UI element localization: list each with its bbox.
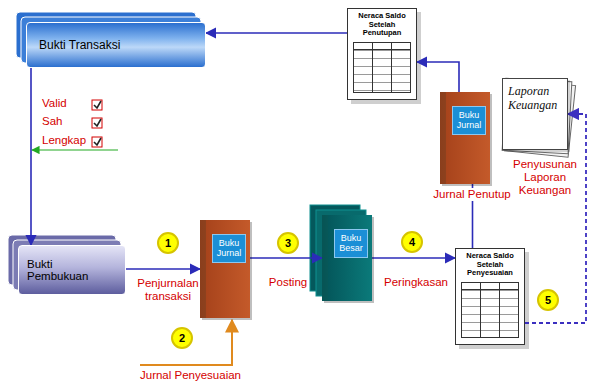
ledger-table — [461, 282, 519, 338]
journal-book: Buku Jurnal — [440, 92, 490, 184]
ledger-table — [353, 42, 411, 93]
flow-arrow — [206, 32, 347, 34]
report-document: Laporan Keuangan — [502, 78, 568, 150]
check-arrow — [32, 149, 118, 150]
balance-sheet: Neraca Saldo Setelah Penutupan — [347, 8, 417, 100]
adjust-arrow — [140, 320, 232, 365]
node-text: Buku Jurnal — [454, 110, 484, 131]
page-layer — [502, 78, 572, 153]
node-text: Laporan Keuangan — [508, 85, 562, 113]
callout-number: 3 — [277, 232, 299, 254]
text-label: Lengkap — [42, 134, 86, 147]
callout-number: 4 — [401, 231, 423, 253]
flow-arrow — [250, 257, 322, 259]
callout-number: 1 — [157, 232, 179, 254]
balance-sheet: Neraca Saldo Setelah Penyesuaian — [455, 248, 525, 345]
book-label: Buku Besar — [334, 229, 368, 258]
text-label: Sah — [42, 115, 62, 128]
ledger-book: Buku Besar — [322, 215, 372, 301]
book-label: Buku Jurnal — [452, 106, 486, 135]
node-text: 2 — [179, 332, 185, 344]
flow-arrow — [417, 62, 459, 92]
journal-book: Buku Jurnal — [200, 220, 250, 318]
text-label: Jurnal Penyesuaian — [140, 369, 241, 382]
edge-label: Penjurnalan transaksi — [130, 277, 206, 303]
document-stack: Bukti Transaksi — [26, 22, 206, 68]
node-text: 5 — [545, 294, 551, 306]
flow-arrow — [126, 268, 200, 270]
edge-label: Jurnal Penutup — [424, 188, 520, 201]
edge-label: Peringkasan — [380, 276, 452, 289]
page-layer — [502, 79, 575, 158]
flow-arrow — [372, 257, 455, 259]
edge-label: Penyusunan Laporan Keuangan — [509, 158, 581, 198]
node-text: Buku Besar — [336, 233, 366, 254]
edge-label: Posting — [262, 276, 314, 289]
check-mark — [94, 101, 101, 145]
flow-arrow — [30, 68, 32, 245]
callout-number: 2 — [171, 327, 193, 349]
node-text: Buku Jurnal — [214, 238, 244, 259]
node-text: Neraca Saldo Setelah Penyesuaian — [456, 249, 524, 280]
node-text: Bukti Pembukuan — [27, 258, 117, 282]
node-text: Bukti Transaksi — [39, 38, 120, 52]
node-text: Neraca Saldo Setelah Penutupan — [348, 9, 416, 40]
callout-number: 5 — [537, 289, 559, 311]
node-text: 1 — [165, 237, 171, 249]
text-label: Valid — [42, 97, 67, 110]
node-text: 4 — [409, 236, 415, 248]
book-label: Buku Jurnal — [212, 234, 246, 263]
checkbox — [92, 100, 102, 147]
document-stack: Bukti Pembukuan — [18, 245, 126, 295]
node-text: 3 — [285, 237, 291, 249]
